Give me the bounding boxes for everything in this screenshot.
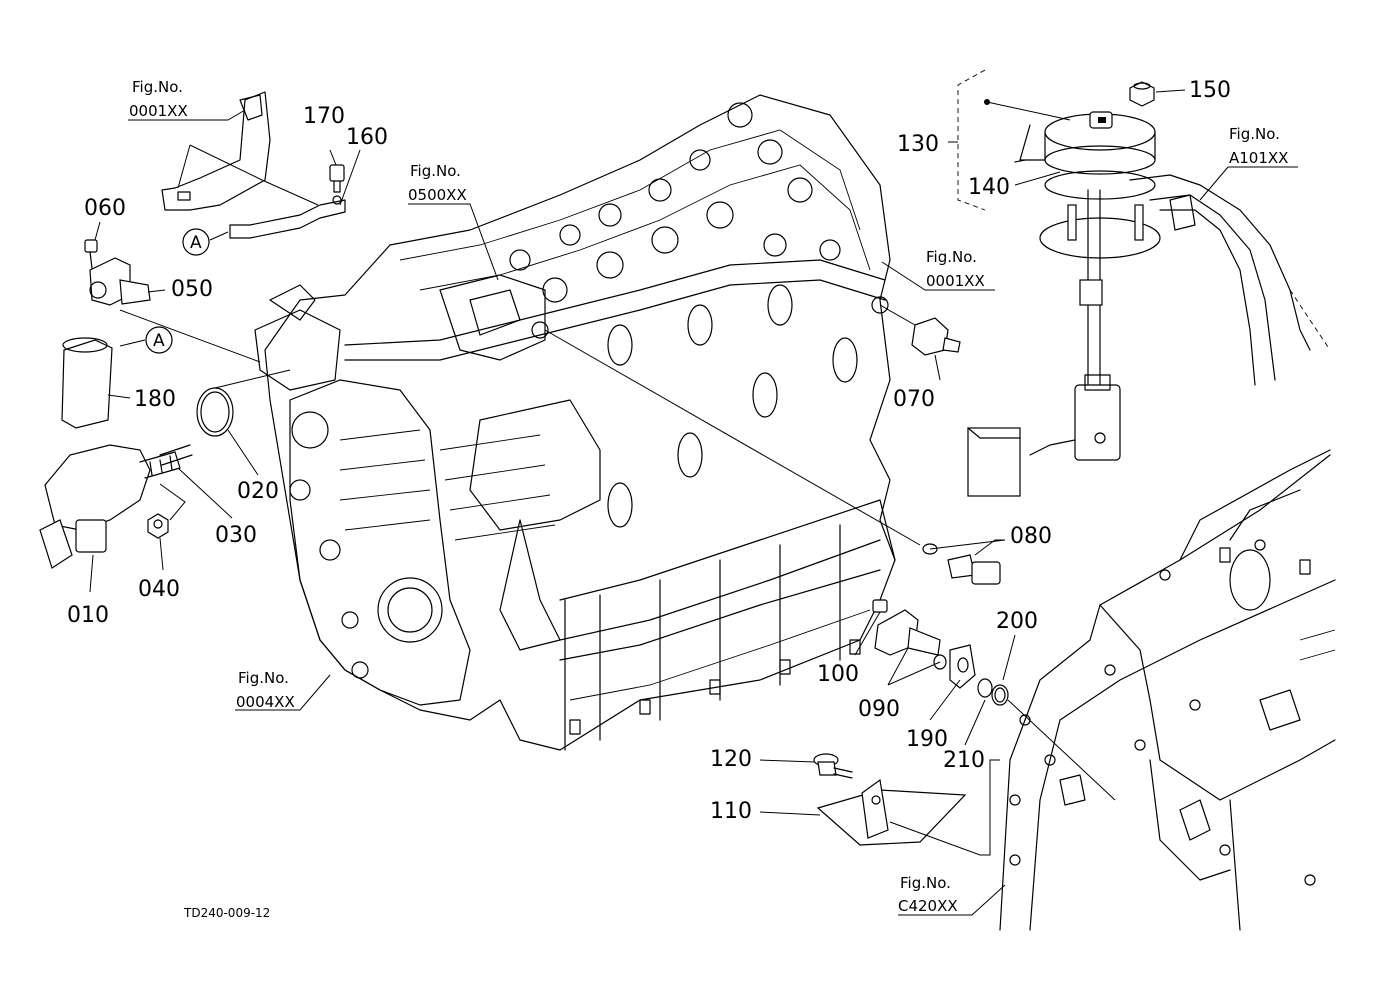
part-050: 050 xyxy=(171,277,213,302)
fig-ref-0001XX-top: Fig.No. 0001XX xyxy=(129,78,188,120)
fig-number: 0004XX xyxy=(236,693,295,711)
part-110: 110 xyxy=(710,799,752,824)
nut-040-illustration xyxy=(147,513,169,539)
fig-label: Fig.No. xyxy=(926,248,977,266)
part-090: 090 xyxy=(858,697,900,722)
bracket-illustration xyxy=(161,91,346,239)
fig-label: Fig.No. xyxy=(238,669,289,687)
drawing-code: TD240-009-12 xyxy=(183,906,270,920)
part-070: 070 xyxy=(893,387,935,412)
fig-label: Fig.No. xyxy=(1229,125,1280,143)
bolt-120-illustration xyxy=(813,753,853,779)
fig-label: Fig.No. xyxy=(132,78,183,96)
sensor-090-illustration xyxy=(872,599,1009,706)
fuel-level-sender-illustration xyxy=(967,81,1161,497)
switch-070-illustration xyxy=(911,317,961,356)
part-210: 210 xyxy=(943,748,985,773)
detail-letter: A xyxy=(153,331,165,351)
leader-lines xyxy=(89,69,1298,916)
fig-number: A101XX xyxy=(1229,149,1288,167)
fig-label: Fig.No. xyxy=(900,874,951,892)
fuel-tank-illustration xyxy=(1129,174,1331,386)
fig-ref-0001XX-mid: Fig.No. 0001XX xyxy=(926,248,985,290)
fig-ref-A101XX: Fig.No. A101XX xyxy=(1229,125,1288,167)
part-120: 120 xyxy=(710,747,752,772)
oring-020-illustration xyxy=(196,387,234,437)
fig-number: 0500XX xyxy=(408,186,467,204)
part-200: 200 xyxy=(996,609,1038,634)
fig-label: Fig.No. xyxy=(410,162,461,180)
fig-number: C420XX xyxy=(898,897,958,915)
fig-ref-C420XX: Fig.No. C420XX xyxy=(898,874,958,915)
crank-sensor-050-illustration xyxy=(84,239,151,306)
part-170: 170 xyxy=(303,104,345,129)
fig-number: 0001XX xyxy=(926,272,985,290)
detail-a-callout-top: A xyxy=(182,228,210,256)
part-150: 150 xyxy=(1189,78,1231,103)
engine-block-illustration xyxy=(254,94,896,751)
stop-solenoid-010-illustration xyxy=(39,444,181,569)
fig-ref-0004XX: Fig.No. 0004XX xyxy=(236,669,295,711)
part-numbers: 010 020 030 040 050 060 070 080 090 100 … xyxy=(67,78,1231,824)
detail-letter: A xyxy=(190,233,202,253)
part-190: 190 xyxy=(906,727,948,752)
part-080: 080 xyxy=(1010,524,1052,549)
part-060: 060 xyxy=(84,196,126,221)
transmission-housing-illustration xyxy=(999,449,1336,931)
part-130: 130 xyxy=(897,132,939,157)
studs-030-illustration xyxy=(159,444,193,466)
part-140: 140 xyxy=(968,175,1010,200)
fig-ref-0500XX: Fig.No. 0500XX xyxy=(408,162,467,204)
detail-a-callout-left: A xyxy=(145,326,173,354)
part-180: 180 xyxy=(134,387,176,412)
plate-110-illustration xyxy=(816,778,967,846)
fig-number: 0001XX xyxy=(129,102,188,120)
sensor-080-illustration xyxy=(922,543,1001,585)
part-030: 030 xyxy=(215,523,257,548)
part-100: 100 xyxy=(817,662,859,687)
part-160: 160 xyxy=(346,125,388,150)
part-040: 040 xyxy=(138,577,180,602)
part-020: 020 xyxy=(237,479,279,504)
cover-180-illustration xyxy=(61,337,113,429)
part-010: 010 xyxy=(67,603,109,628)
